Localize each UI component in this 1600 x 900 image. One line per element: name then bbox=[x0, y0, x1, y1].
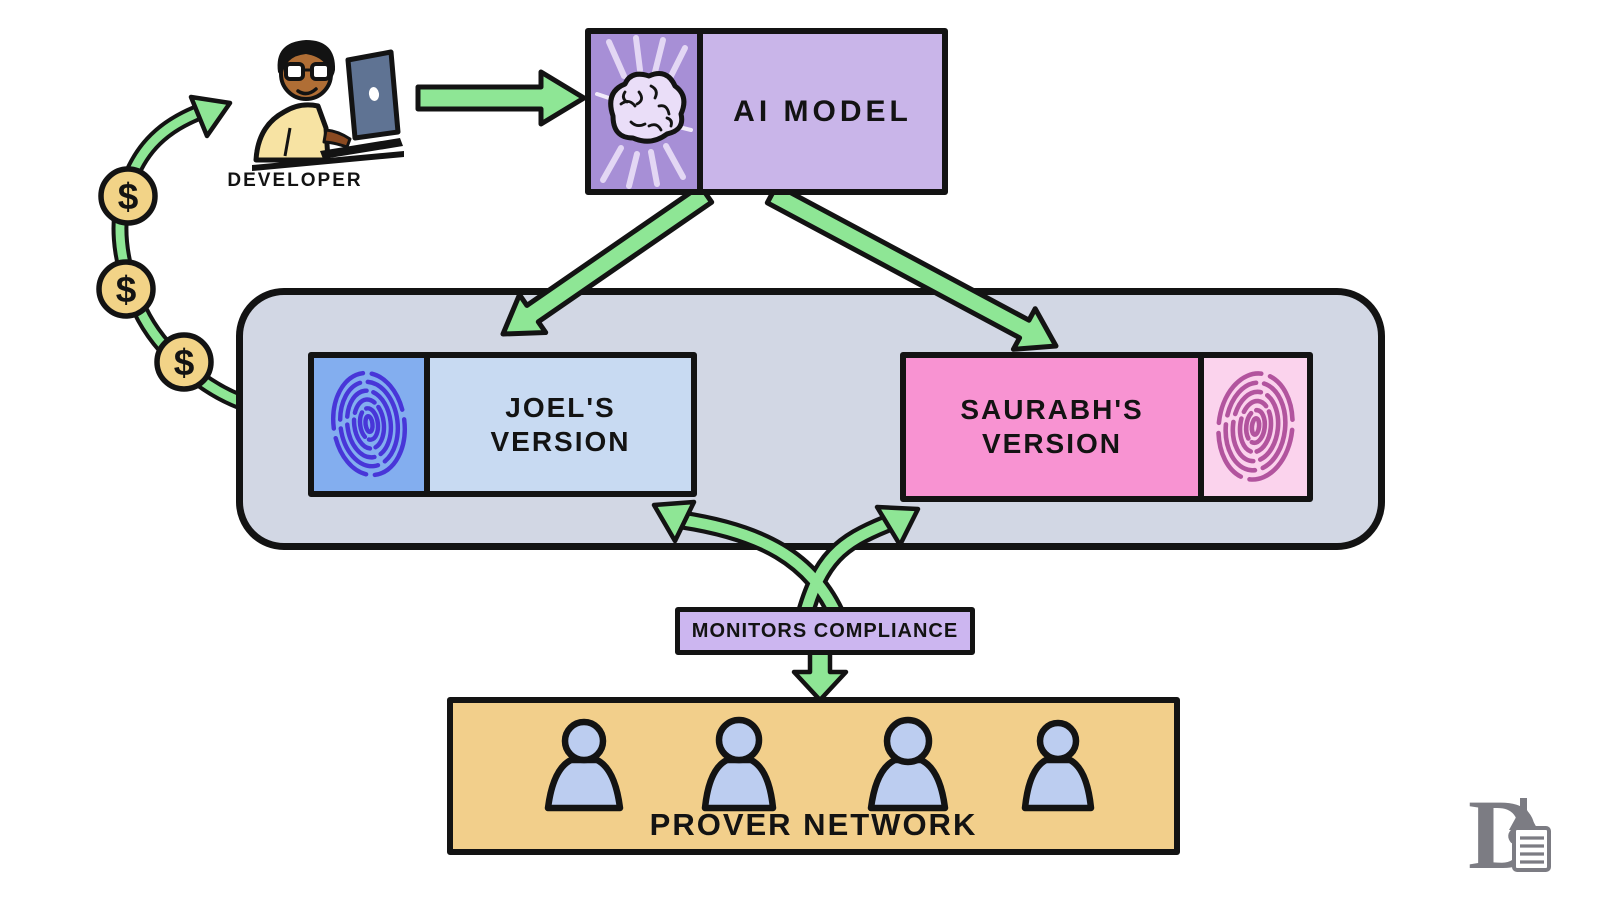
money-arrowhead bbox=[188, 94, 233, 139]
monitors-compliance-label: MONITORS COMPLIANCE bbox=[691, 619, 959, 642]
prover-members bbox=[544, 716, 1095, 812]
joel-fingerprint-section bbox=[314, 358, 430, 491]
dollar-coin: $ bbox=[98, 166, 158, 226]
dollar-coin: $ bbox=[96, 259, 156, 319]
joel-version-box: JOEL'S VERSION bbox=[308, 352, 697, 497]
joel-version-label: JOEL'S VERSION bbox=[490, 391, 631, 457]
saurabh-version-box: SAURABH'S VERSION bbox=[900, 352, 1313, 502]
person-icon bbox=[701, 716, 777, 812]
dollar-sign: $ bbox=[174, 342, 195, 383]
saurabh-label-section: SAURABH'S VERSION bbox=[906, 358, 1198, 496]
dollar-coin: $ bbox=[154, 332, 214, 392]
saurabh-fingerprint-section bbox=[1198, 358, 1307, 496]
prover-network-label: PROVER NETWORK bbox=[649, 807, 978, 842]
dollar-sign: $ bbox=[116, 269, 137, 310]
ai-model-label: AI MODEL bbox=[733, 94, 912, 128]
ai-model-box: AI MODEL bbox=[585, 28, 948, 195]
prover-network-box: PROVER NETWORK bbox=[447, 697, 1180, 855]
monitors-to-prover-arrow bbox=[791, 645, 849, 703]
developer-icon bbox=[252, 40, 404, 171]
publisher-logo: D bbox=[1468, 779, 1551, 886]
person-icon bbox=[867, 716, 949, 812]
ai-icon-section bbox=[591, 34, 703, 189]
developer-to-aimodel-arrow bbox=[415, 69, 587, 127]
fingerprint-icon bbox=[331, 370, 407, 478]
person-icon bbox=[544, 718, 624, 812]
monitors-compliance-box: MONITORS COMPLIANCE bbox=[675, 607, 975, 655]
developer-label: DEVELOPER bbox=[227, 170, 363, 191]
saurabh-version-label: SAURABH'S VERSION bbox=[960, 394, 1144, 459]
ai-label-section: AI MODEL bbox=[703, 34, 942, 189]
joel-label-section: JOEL'S VERSION bbox=[430, 358, 691, 491]
brain-icon bbox=[595, 35, 693, 189]
person-icon bbox=[1021, 719, 1095, 812]
dollar-sign: $ bbox=[118, 176, 139, 217]
fingerprint-icon bbox=[1216, 371, 1295, 482]
